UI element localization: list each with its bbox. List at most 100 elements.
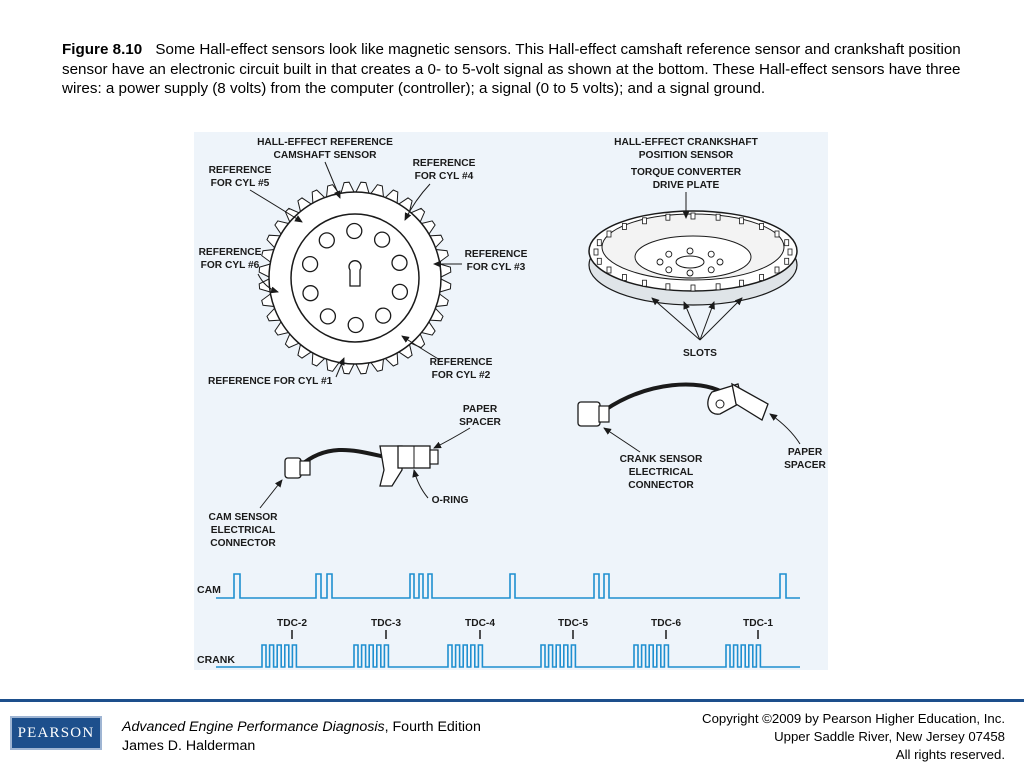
copyright-line: Copyright ©2009 by Pearson Higher Educat… [702, 711, 1005, 726]
plate-slot [784, 257, 790, 265]
plate-bolt-hole [707, 250, 715, 258]
gear-hole [319, 308, 337, 325]
plate-bolt-hole [656, 258, 664, 266]
hall-effect-diagram: HALL-EFFECT REFERENCE CAMSHAFT SENSOR RE… [194, 132, 828, 670]
gear-hole [375, 307, 392, 324]
tdc-label: TDC-6 [651, 618, 681, 629]
label-ref-cyl4-line2: FOR CYL #4 [415, 171, 474, 182]
plate-slot [715, 213, 721, 221]
plate-bolt-hole [686, 269, 694, 277]
plate-slot [642, 279, 647, 287]
pearson-logo: PEARSON [10, 716, 102, 750]
o-ring-label: O-RING [432, 495, 469, 506]
label-ref-cyl5-line1: REFERENCE [209, 165, 272, 176]
camshaft-reluctor-wheel [258, 181, 452, 375]
plate-bolt-hole [686, 247, 694, 255]
cam-connector-line1: CAM SENSOR [208, 512, 278, 523]
label-ref-cyl3-line2: FOR CYL #3 [467, 262, 526, 273]
tdc-label: TDC-1 [743, 618, 773, 629]
cam-signal-label: CAM [197, 584, 221, 596]
label-ref-cyl4-line1: REFERENCE [413, 158, 476, 169]
figure-label: Figure 8.10 [62, 41, 143, 58]
label-ref-cyl6-line2: FOR CYL #6 [201, 260, 260, 271]
label-ref-cyl6-line1: REFERENCE [199, 247, 262, 258]
paper-spacer-cam-line2: SPACER [459, 417, 501, 428]
plate-slot [606, 266, 612, 274]
gear-hole [301, 255, 319, 273]
gear-hole [346, 222, 363, 240]
gear-hole [391, 283, 409, 301]
torque-converter-drive-plate [588, 210, 798, 306]
plate-slot [715, 283, 721, 291]
plate-slot [784, 239, 790, 247]
plate-slot [622, 274, 627, 281]
crank-sensor-title-line2: POSITION SENSOR [639, 150, 734, 161]
plate-slot [690, 212, 696, 220]
slots-label: SLOTS [683, 348, 717, 359]
book-title: Advanced Engine Performance Diagnosis [122, 719, 385, 735]
crank-connector-line2: ELECTRICAL [629, 467, 694, 478]
gear-hole [373, 231, 391, 248]
plate-slot [665, 283, 671, 291]
book-info: Advanced Engine Performance Diagnosis, F… [122, 718, 481, 756]
drive-plate-label-line2: DRIVE PLATE [653, 180, 720, 191]
tdc-label: TDC-2 [277, 618, 307, 629]
footer-rule [0, 699, 1024, 702]
plate-bolt-hole [707, 266, 715, 274]
cam-connector-line3: CONNECTOR [210, 538, 276, 549]
plate-slot [774, 230, 780, 238]
crank-signal-waveform [216, 644, 800, 668]
copyright-notice: Copyright ©2009 by Pearson Higher Educat… [702, 710, 1005, 764]
gear-hole [347, 316, 364, 334]
crank-signal-label: CRANK [197, 654, 235, 666]
plate-bolt-hole [716, 258, 724, 266]
plate-slot [739, 217, 744, 225]
plate-bolt-hole [665, 250, 673, 258]
drive-plate-label-line1: TORQUE CONVERTER [631, 167, 742, 178]
plate-slot [690, 284, 696, 292]
paper-spacer-crank-line1: PAPER [788, 447, 823, 458]
cam-connector-line2: ELECTRICAL [211, 525, 276, 536]
copyright-line: Upper Saddle River, New Jersey 07458 [774, 729, 1005, 744]
cam-signal-waveform [216, 573, 800, 599]
crank-sensor-title-line1: HALL-EFFECT CRANKSHAFT [614, 137, 759, 148]
caption-text: Some Hall-effect sensors look like magne… [62, 41, 961, 97]
cam-sensor-title-line2: CAMSHAFT SENSOR [273, 150, 377, 161]
plate-slot [596, 239, 602, 247]
plate-bolt-hole [665, 266, 673, 274]
cam-sensor-body [284, 445, 439, 487]
book-author: James D. Halderman [122, 738, 256, 754]
crank-connector-line3: CONNECTOR [628, 480, 694, 491]
keyhole [348, 260, 362, 287]
label-ref-cyl2-line1: REFERENCE [430, 357, 493, 368]
plate-slot [787, 248, 793, 256]
tdc-label: TDC-3 [371, 618, 401, 629]
plate-slot [606, 230, 612, 238]
plate-slot [596, 257, 602, 265]
gear-hole [391, 254, 408, 271]
plate-slot [739, 279, 744, 287]
gear-hole [318, 232, 335, 249]
crank-connector-line1: CRANK SENSOR [620, 454, 703, 465]
cam-sensor-title-line1: HALL-EFFECT REFERENCE [257, 137, 393, 148]
plate-slot [622, 223, 627, 230]
book-edition: , Fourth Edition [384, 719, 481, 735]
label-ref-cyl3-line1: REFERENCE [465, 249, 528, 260]
plate-slot [759, 274, 764, 281]
figure-caption: Figure 8.10 Some Hall-effect sensors loo… [62, 40, 962, 99]
plate-slot [759, 223, 764, 230]
plate-slot [665, 213, 671, 221]
tdc-label: TDC-5 [558, 618, 588, 629]
label-ref-cyl2-line2: FOR CYL #2 [432, 370, 491, 381]
label-ref-cyl1: REFERENCE FOR CYL #1 [208, 376, 333, 387]
paper-spacer-crank-line2: SPACER [784, 460, 826, 471]
label-ref-cyl5-line2: FOR CYL #5 [211, 178, 270, 189]
crank-sensor-body [577, 382, 769, 427]
plate-slot [642, 217, 647, 225]
tdc-label: TDC-4 [465, 618, 495, 629]
paper-spacer-cam-line1: PAPER [463, 404, 498, 415]
plate-slot [593, 248, 599, 256]
plate-slot [774, 266, 780, 274]
gear-hole [302, 285, 319, 302]
copyright-line: All rights reserved. [895, 747, 1005, 762]
